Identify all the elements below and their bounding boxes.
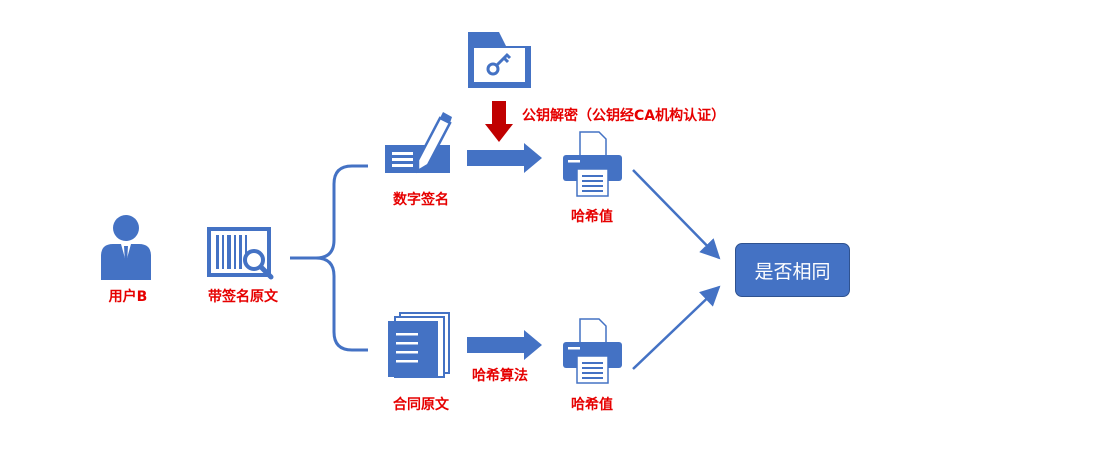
brace-connector [290,164,368,352]
block-arrow-bottom [467,330,542,360]
signed-original-label: 带签名原文 [208,289,278,305]
decrypt-down-arrow [485,101,513,142]
hash-value-top-label: 哈希值 [571,209,613,225]
hash-algorithm-label: 哈希算法 [472,368,528,384]
printer-icon-bottom [563,318,622,384]
block-arrow-top [467,143,542,173]
hash-value-bottom-label: 哈希值 [571,397,613,413]
barcode-search-icon [207,227,274,280]
contract-original-label: 合同原文 [393,397,449,413]
compare-arrow-bottom [632,285,721,370]
user-icon [101,215,151,280]
printer-icon-top [563,131,622,197]
result-label: 是否相同 [754,260,831,283]
folder-key-icon [468,32,531,88]
result-node: 是否相同 [735,243,850,297]
decrypt-label: 公钥解密（公钥经CA机构认证） [522,108,726,124]
user-b-label: 用户B [108,289,148,305]
signature-icon [385,112,452,174]
compare-arrow-top [632,169,721,260]
document-stack-icon [388,312,450,378]
digital-signature-label: 数字签名 [393,192,449,208]
